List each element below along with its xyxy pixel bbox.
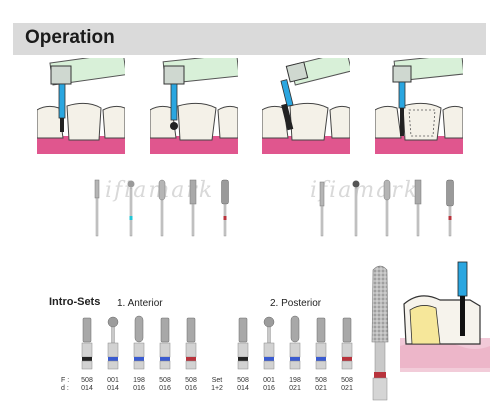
anterior-bur-4 bbox=[159, 317, 171, 370]
bur-icon bbox=[221, 179, 229, 237]
watermark-text-right: ifiamark bbox=[310, 178, 420, 203]
anterior-bur-5 bbox=[185, 317, 197, 370]
bur-icon bbox=[94, 179, 100, 237]
middle-bur-row-right bbox=[319, 179, 454, 237]
operation-step-4-image bbox=[375, 58, 463, 154]
closeup-bur-image bbox=[371, 265, 389, 401]
f-row-label: F : bbox=[61, 377, 70, 384]
posterior-set-label: 2. Posterior bbox=[270, 298, 322, 309]
middle-bur-row-left bbox=[94, 179, 229, 237]
bur-icon bbox=[158, 179, 166, 237]
bur-icon bbox=[414, 179, 422, 237]
section-title: Operation bbox=[25, 27, 115, 48]
tooth-preparation-image bbox=[400, 261, 490, 372]
anterior-bur-2 bbox=[107, 316, 119, 370]
intro-sets-title: Intro-Sets bbox=[49, 296, 101, 308]
anterior-set-label: 1. Anterior bbox=[117, 298, 163, 309]
operation-step-2-image bbox=[150, 58, 238, 154]
anterior-bur-3 bbox=[133, 315, 145, 370]
operation-step-1-image bbox=[37, 58, 125, 154]
bur-icon bbox=[189, 179, 197, 237]
anterior-bur-1 bbox=[81, 317, 93, 370]
operation-step-3-image bbox=[262, 58, 350, 154]
d-row-label: d : bbox=[61, 385, 69, 392]
section-header: Operation bbox=[13, 23, 486, 55]
posterior-bur-1 bbox=[237, 317, 249, 370]
bur-icon bbox=[127, 180, 135, 237]
bur-icon bbox=[446, 179, 454, 237]
bur-icon bbox=[319, 181, 325, 237]
posterior-bur-3 bbox=[289, 315, 301, 370]
posterior-bur-4 bbox=[315, 317, 327, 370]
posterior-bur-5 bbox=[341, 317, 353, 370]
bur-icon bbox=[352, 180, 360, 237]
bur-icon bbox=[383, 179, 391, 237]
posterior-bur-2 bbox=[263, 316, 275, 370]
intro-set-burs bbox=[81, 315, 353, 370]
